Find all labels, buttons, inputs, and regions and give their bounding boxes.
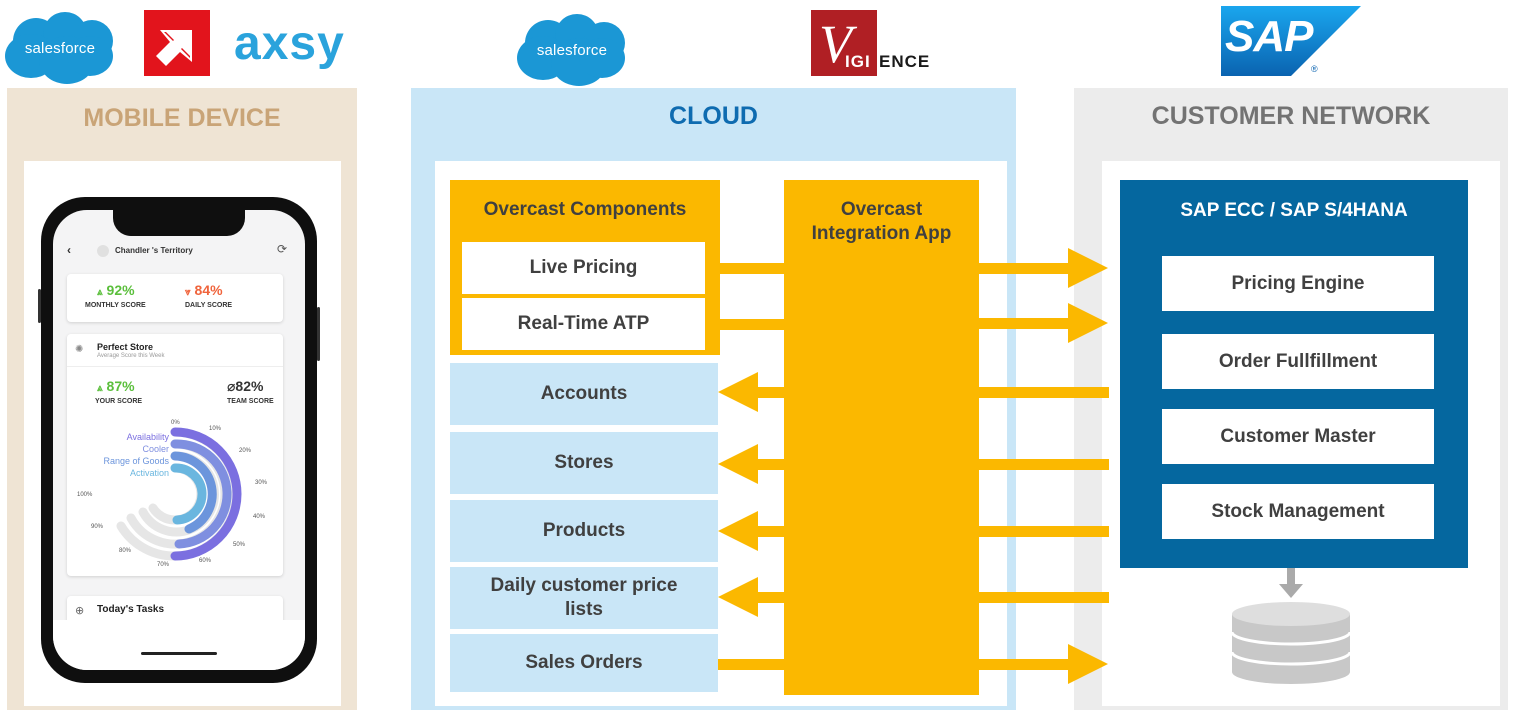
sap-ecc-title: SAP ECC / SAP S/4HANA: [1180, 200, 1408, 221]
tick-20: 20%: [239, 448, 252, 454]
integration-app-title: Overcast Integration App: [811, 199, 952, 244]
arrow-atp-to-app: [720, 319, 786, 330]
ring-label-range-of-goods: Range of Goods: [103, 456, 169, 466]
overcast-components-title: Overcast Components: [483, 199, 687, 220]
arrow-app-to-atp-sap: [979, 303, 1108, 343]
vigience-logo: V IGI ENCE: [811, 10, 946, 76]
team-score-label: TEAM SCORE: [227, 398, 274, 405]
tick-70: 70%: [157, 562, 170, 568]
team-score-value: ⌀82%: [227, 378, 264, 394]
sap-logo: SAP ®: [1221, 6, 1361, 76]
sap-logo-text: SAP: [1225, 12, 1313, 61]
daily-price-lists-label: Daily customer price lists: [490, 575, 678, 620]
tasks-title: Today's Tasks: [97, 604, 165, 615]
monthly-score-number: 92%: [106, 282, 135, 298]
order-fulfillment-box[interactable]: Order Fullfillment: [1162, 334, 1434, 389]
score-card: ⩓ 92% MONTHLY SCORE ⩔ 84% DAILY SCORE: [67, 274, 283, 322]
down-arrow-icon: ⩔: [185, 287, 191, 298]
ring-label-activation: Activation: [129, 468, 169, 478]
bottom-tab-bar: [53, 620, 305, 670]
perfect-store-title: Perfect Store: [97, 342, 154, 352]
tick-0: 0%: [171, 420, 180, 426]
arrow-to-accounts: [718, 372, 1109, 412]
vigience-logo-v: V: [819, 14, 852, 74]
monthly-score-label: MONTHLY SCORE: [85, 302, 146, 309]
arrow-to-stores: [718, 444, 1109, 484]
phone-mockup: ‹ Chandler 's Territory ⟳ ⩓ 92% MONTHLY …: [38, 197, 320, 683]
tick-40: 40%: [253, 514, 266, 520]
tick-80: 80%: [119, 548, 132, 554]
arrow-sales-orders-to-sap: [718, 644, 1108, 684]
salesforce-logo-left: salesforce: [5, 10, 115, 86]
ring-label-availability: Availability: [126, 432, 169, 442]
perfect-store-subtitle: Average Score this Week: [97, 353, 165, 359]
stock-management-box[interactable]: Stock Management: [1162, 484, 1434, 539]
axsy-logo: axsy: [234, 17, 345, 70]
integration-app-box: Overcast Integration App: [784, 180, 979, 695]
your-score-number: 87%: [106, 378, 135, 394]
territory-label[interactable]: Chandler 's Territory: [115, 246, 193, 255]
up-arrow-icon: ⩓: [97, 383, 103, 394]
your-score-value: ⩓ 87%: [97, 378, 135, 394]
mobile-device-title: MOBILE DEVICE: [83, 104, 281, 132]
target-icon: ⊕: [75, 605, 85, 617]
customer-master-box[interactable]: Customer Master: [1162, 409, 1434, 464]
tick-90: 90%: [91, 524, 104, 530]
red-arrow-logo: [144, 10, 210, 76]
daily-score-value: ⩔ 84%: [185, 282, 223, 298]
products-box[interactable]: Products: [450, 500, 718, 562]
customer-network-title: CUSTOMER NETWORK: [1151, 102, 1431, 130]
pricing-engine-box[interactable]: Pricing Engine: [1162, 256, 1434, 311]
sap-registered-mark: ®: [1311, 64, 1318, 74]
range-of-goods-ring: [170, 451, 217, 534]
daily-price-lists-box[interactable]: Daily customer price lists: [450, 567, 718, 629]
stores-box[interactable]: Stores: [450, 432, 718, 494]
radial-score-chart: [116, 427, 242, 561]
cooler-ring: [170, 439, 232, 549]
tick-100: 100%: [77, 492, 93, 498]
availability-ring: [170, 427, 242, 561]
phone-notch: [113, 210, 245, 236]
daily-score-label: DAILY SCORE: [185, 302, 233, 309]
arrow-live-pricing-to-app: [720, 263, 786, 274]
gear-icon: ✺: [75, 344, 84, 355]
salesforce-logo-mid: salesforce: [517, 12, 627, 88]
live-pricing-box[interactable]: Live Pricing: [462, 242, 705, 294]
phone-screen: ‹ Chandler 's Territory ⟳ ⩓ 92% MONTHLY …: [53, 210, 305, 670]
tick-60: 60%: [199, 558, 212, 564]
sales-orders-box[interactable]: Sales Orders: [450, 634, 718, 692]
database-icon: [1230, 568, 1352, 684]
refresh-icon[interactable]: ⟳: [277, 242, 288, 256]
user-icon: [97, 245, 109, 257]
monthly-score-value: ⩓ 92%: [97, 282, 135, 298]
arrow-to-products: [718, 511, 1109, 551]
cloud-title: CLOUD: [669, 102, 758, 130]
your-score-label: YOUR SCORE: [95, 398, 143, 405]
perfect-store-card: ✺ Perfect Store Average Score this Week …: [67, 334, 283, 576]
up-arrow-icon: ⩓: [97, 287, 103, 298]
phone-header: ‹ Chandler 's Territory ⟳: [53, 240, 305, 264]
back-chevron-icon[interactable]: ‹: [67, 243, 71, 257]
real-time-atp-box[interactable]: Real-Time ATP: [462, 298, 705, 350]
arrow-app-to-pricing-engine: [979, 248, 1108, 288]
activation-ring: [170, 463, 207, 525]
vigience-logo-igi: IGI: [845, 52, 871, 71]
vigience-logo-ence: ENCE: [879, 52, 931, 71]
daily-score-number: 84%: [194, 282, 223, 298]
tick-50: 50%: [233, 542, 246, 548]
tick-10: 10%: [209, 426, 222, 432]
accounts-box[interactable]: Accounts: [450, 363, 718, 425]
home-indicator: [141, 652, 217, 655]
arrow-to-price-lists: [718, 577, 1109, 617]
sap-logo-shape: [1221, 6, 1361, 76]
ring-label-cooler: Cooler: [142, 444, 169, 454]
tick-30: 30%: [255, 480, 268, 486]
